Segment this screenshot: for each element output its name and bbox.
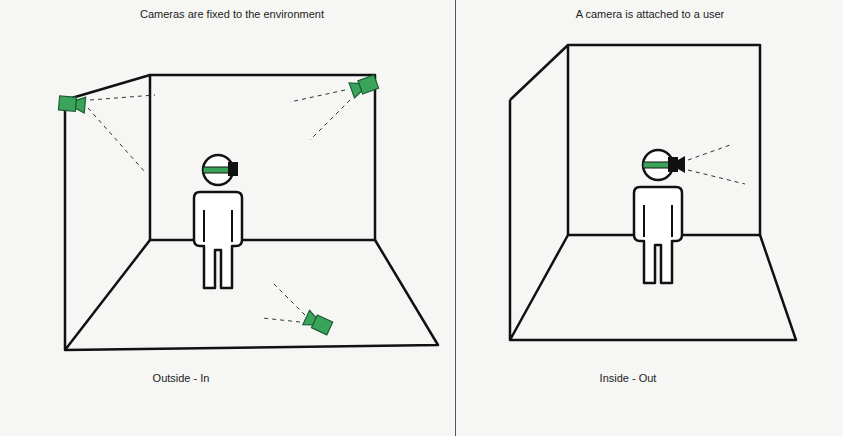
panel-caption: A camera is attached to a user (576, 8, 725, 20)
method-label: Outside - In (153, 372, 210, 384)
method-label: Inside - Out (600, 372, 657, 384)
panel-caption: Cameras are fixed to the environment (140, 8, 324, 20)
